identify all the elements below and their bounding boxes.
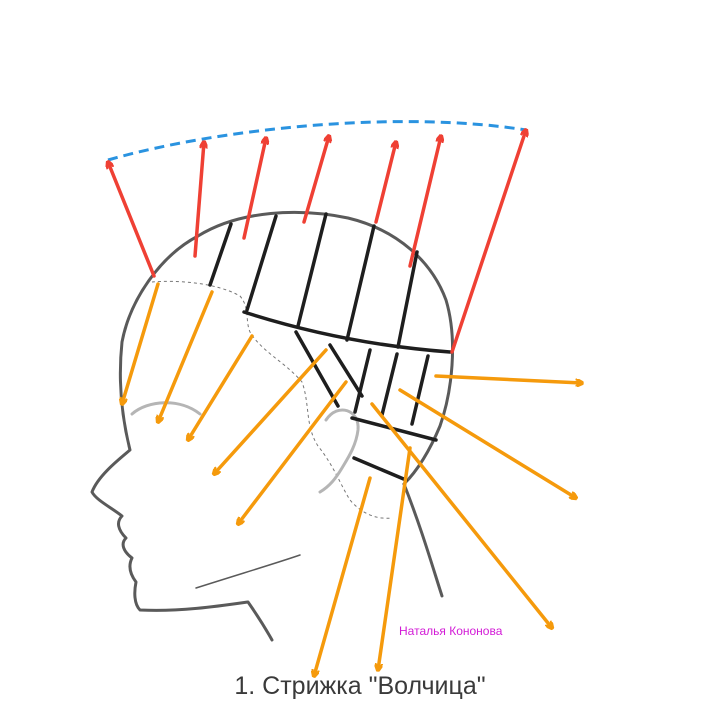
head-profile-line: [90, 210, 454, 642]
head-outline: [90, 210, 454, 642]
direction-arrow: [158, 290, 214, 422]
hairline-dashed: [151, 280, 393, 519]
section-divider-nape: [352, 456, 408, 482]
section-line: [410, 354, 430, 426]
section-line: [208, 222, 233, 287]
author-credit: Наталья Кононова: [399, 624, 503, 638]
direction-arrow: [314, 476, 372, 676]
section-line: [294, 330, 340, 408]
elevation-arrow: [450, 130, 526, 354]
elevation-arrow: [408, 136, 441, 268]
section-line: [296, 212, 328, 328]
elevation-arrows: [108, 130, 526, 354]
elevation-arrow: [302, 136, 329, 224]
section-divider-crown: [242, 310, 452, 354]
elevation-arrow: [242, 138, 266, 240]
direction-arrow: [398, 388, 576, 498]
direction-arrow: [122, 282, 160, 404]
diagram-caption: 1. Стрижка "Волчица": [234, 672, 486, 700]
elevation-arc: [107, 120, 527, 162]
chin-line: [195, 554, 301, 589]
section-line: [396, 250, 419, 349]
direction-arrow: [378, 446, 412, 670]
direction-arrow: [370, 402, 552, 628]
direction-arrow: [214, 348, 328, 474]
direction-arrow: [434, 374, 584, 383]
direction-arrows: [122, 282, 584, 676]
direction-arrow: [238, 380, 348, 524]
direction-arrow: [188, 334, 254, 440]
section-line: [353, 348, 372, 414]
elevation-arrow: [374, 142, 396, 224]
section-line: [245, 214, 278, 312]
section-line: [328, 343, 364, 398]
section-line: [380, 352, 399, 417]
neck-line: [402, 482, 444, 598]
section-line: [345, 224, 376, 342]
elevation-arrow: [193, 142, 204, 258]
ear: [318, 408, 360, 494]
elevation-arrow: [108, 162, 156, 278]
